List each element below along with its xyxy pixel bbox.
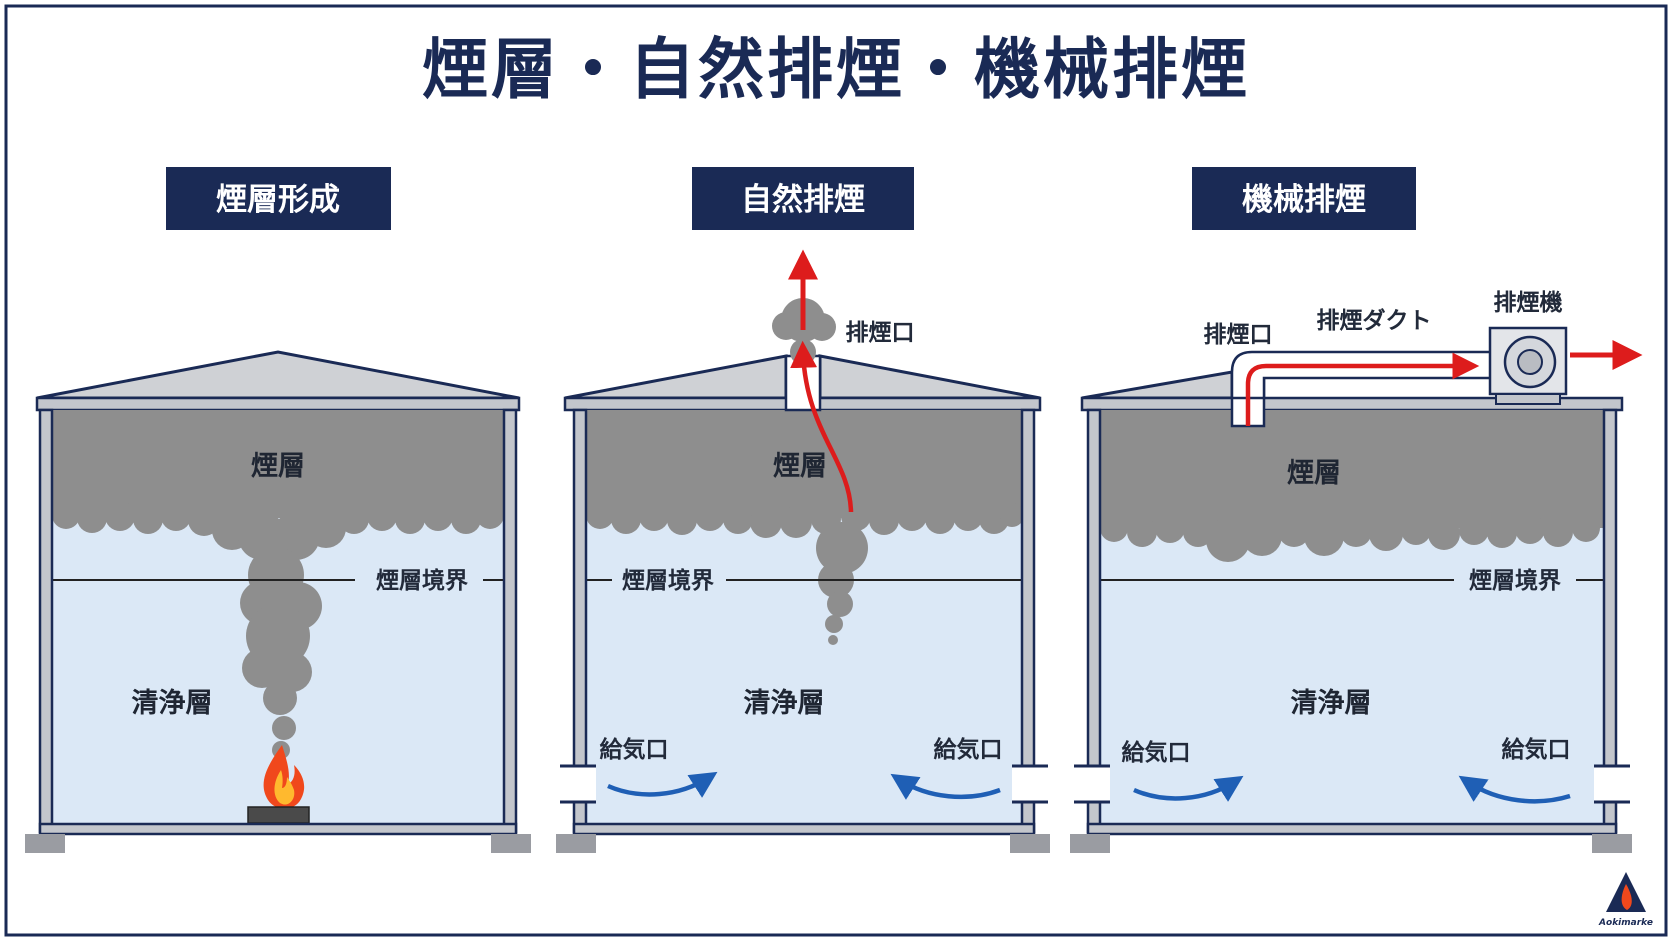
panel2-roof-right xyxy=(818,354,1041,400)
panel3-smoke-label: 煙層 xyxy=(1287,458,1341,489)
panel1-smoke-label: 煙層 xyxy=(251,451,305,482)
panel3-floor xyxy=(1086,822,1618,836)
panel3-smoke-billows xyxy=(1100,513,1600,562)
panel1-foot-right xyxy=(491,834,531,853)
panel3-foot-right xyxy=(1592,834,1632,853)
panel3-inlet-left-label: 給気口 xyxy=(1122,739,1191,766)
panel1-heading-box xyxy=(166,167,391,230)
panel3-clean-label: 清浄層 xyxy=(1291,688,1372,719)
panel3-duct-flow-arrow xyxy=(1245,352,1480,426)
panel1-heading: 煙層形成 xyxy=(216,182,340,218)
panel2-foot-left xyxy=(556,834,596,853)
exhaust-fan-icon xyxy=(1488,326,1568,405)
panel2-floor xyxy=(572,822,1036,836)
panel1-foot-left xyxy=(25,834,65,853)
panel1-left-wall xyxy=(38,408,54,834)
panel2-inlet-left-opening xyxy=(560,766,596,802)
fire-icon xyxy=(247,745,310,824)
panel3-inlet-right-label: 給気口 xyxy=(1502,736,1571,763)
panel2-smoke-flow-arrow xyxy=(790,340,854,513)
panel3-boundary-label: 煙層境界 xyxy=(1469,567,1561,594)
panel3-heading-box xyxy=(1192,167,1416,230)
brand-logo: Aokimarke xyxy=(1598,872,1653,928)
panel2-inlet-right-label: 給気口 xyxy=(934,736,1003,763)
panel2-vent-label: 排煙口 xyxy=(846,320,915,346)
panel3-inlet-right-opening xyxy=(1594,766,1630,802)
panel3-smoke-layer xyxy=(1100,410,1604,528)
panel2-clean-label: 清浄層 xyxy=(744,688,825,719)
panel2-foot-right xyxy=(1010,834,1050,853)
panel2-air-arrow-left xyxy=(607,771,718,798)
panel3-vent-label: 排煙口 xyxy=(1204,322,1273,348)
panel3-duct-label: 排煙ダクト xyxy=(1317,307,1432,334)
panel3-fan-label: 排煙機 xyxy=(1494,290,1563,316)
panel1-smoke-billows xyxy=(52,501,504,560)
panel2-air-arrow-right xyxy=(890,773,1001,800)
panel-mechanical-smoke-exhaust: 機械排煙 排煙口 排煙ダクト 排煙機 煙層境界 xyxy=(1070,167,1643,853)
panel2-roof-left xyxy=(564,354,788,400)
panel2-smoke-layer xyxy=(586,410,1022,518)
panel3-foot-left xyxy=(1070,834,1110,853)
fire-pan xyxy=(247,806,310,824)
outer-frame xyxy=(4,4,1668,937)
panel2-inlet-left-label: 給気口 xyxy=(600,736,669,763)
panel1-boundary-label: 煙層境界 xyxy=(376,567,468,594)
panel1-smoke-layer xyxy=(52,410,504,518)
panel3-inlet-left-opening xyxy=(1074,766,1110,802)
logo-text: Aokimarke xyxy=(1598,918,1653,928)
main-title: 煙層・自然排煙・機械排煙 xyxy=(422,31,1250,108)
panel3-air-arrow-right xyxy=(1458,775,1571,804)
panel2-inlet-right-opening xyxy=(1012,766,1048,802)
panel2-smoke-billows xyxy=(586,501,1024,538)
panel1-floor xyxy=(38,822,518,836)
panel3-air-arrow-left xyxy=(1133,775,1244,802)
panel1-roof xyxy=(36,350,520,400)
panel1-right-wall xyxy=(502,408,518,834)
panel-natural-smoke-exhaust: 自然排煙 排煙口 煙層境界 xyxy=(556,167,1050,853)
smoke-duct xyxy=(1230,350,1502,400)
panel2-smoke-label: 煙層 xyxy=(773,451,827,482)
panel3-roof xyxy=(1081,370,1234,400)
panel2-heading: 自然排煙 xyxy=(741,182,865,218)
panel2-boundary-label: 煙層境界 xyxy=(622,567,714,594)
panel1-roof-eave xyxy=(35,396,521,412)
panel1-clean-label: 清浄層 xyxy=(132,688,213,719)
panel-smoke-layer-formation: 煙層形成 煙層境界 煙層 xyxy=(25,167,531,853)
panel3-heading: 機械排煙 xyxy=(1242,182,1366,218)
panel2-heading-box xyxy=(692,167,914,230)
